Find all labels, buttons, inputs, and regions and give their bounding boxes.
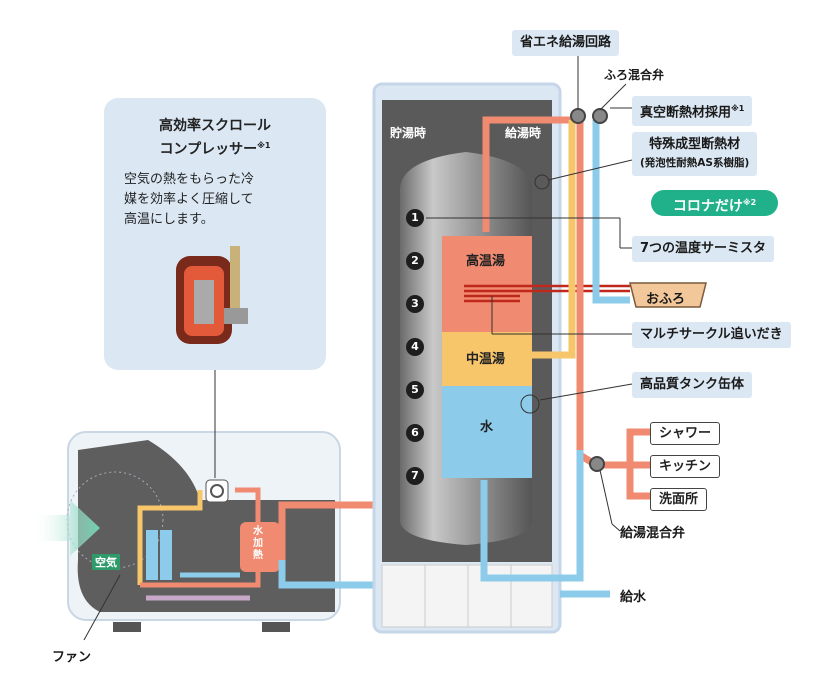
medium-water-zone xyxy=(442,332,532,386)
outdoor-unit xyxy=(66,431,341,632)
energy-saving-valve xyxy=(570,108,586,124)
label-fan: ファン xyxy=(52,650,92,665)
label-supply-mixing-valve: 給湯混合弁 xyxy=(620,526,686,541)
bath-label: おふろ xyxy=(646,292,686,307)
hot-water-label: 高温湯 xyxy=(466,254,506,269)
supplying-label: 給湯時 xyxy=(505,126,542,140)
callout-energy-saving: 省エネ給湯回路 xyxy=(512,30,620,56)
outlet-shower: シャワー xyxy=(650,422,721,445)
callout-tank-body: 高品質タンク缶体 xyxy=(632,372,753,398)
bathtub xyxy=(629,282,707,308)
thermistor-6: 6 xyxy=(406,424,424,442)
hot-water-zone xyxy=(442,236,532,332)
medium-water-label: 中温湯 xyxy=(466,352,506,367)
thermistor-3: 3 xyxy=(406,295,424,313)
thermistor-5: 5 xyxy=(406,381,424,399)
water-heating-label: 水 加 熱 xyxy=(253,526,263,561)
cold-water-zone xyxy=(442,386,532,478)
compressor-callout: 高効率スクロール コンプレッサー※1 空気の熱をもらった冷 媒を効率よく圧縮して… xyxy=(104,98,326,370)
compressor-description: 空気の熱をもらった冷 媒を効率よく圧縮して 高温にします。 xyxy=(124,172,255,227)
outlet-kitchen: キッチン xyxy=(650,455,721,478)
outlet-washroom: 洗面所 xyxy=(650,488,708,511)
corona-badge: コロナだけ※2 xyxy=(651,190,778,216)
label-water-supply: 給水 xyxy=(620,590,647,605)
callout-thermistor: 7つの温度サーミスタ xyxy=(632,236,775,262)
air-intake-arrow xyxy=(30,500,100,556)
compressor-image xyxy=(176,246,248,344)
callout-bath-mixing-valve: ふろ混合弁 xyxy=(604,68,665,82)
callout-vacuum-insulation: 真空断熱材採用※1 xyxy=(632,96,753,127)
callout-special-insulation: 特殊成型断熱材 (発泡性耐熱AS系樹脂) xyxy=(632,132,758,176)
thermistor-2: 2 xyxy=(406,252,424,270)
supply-mixing-valve xyxy=(589,456,605,472)
callout-multi-circle: マルチサークル追いだき xyxy=(632,322,791,348)
thermistor-1: 1 xyxy=(406,209,424,227)
water-label: 水 xyxy=(480,420,494,435)
thermistor-4: 4 xyxy=(406,338,424,356)
air-label: 空気 xyxy=(92,554,120,570)
compressor-title: 高効率スクロール コンプレッサー※1 xyxy=(159,118,271,158)
thermistor-7: 7 xyxy=(406,467,424,485)
bath-mixing-valve xyxy=(592,108,608,124)
storing-label: 貯湯時 xyxy=(390,126,427,140)
